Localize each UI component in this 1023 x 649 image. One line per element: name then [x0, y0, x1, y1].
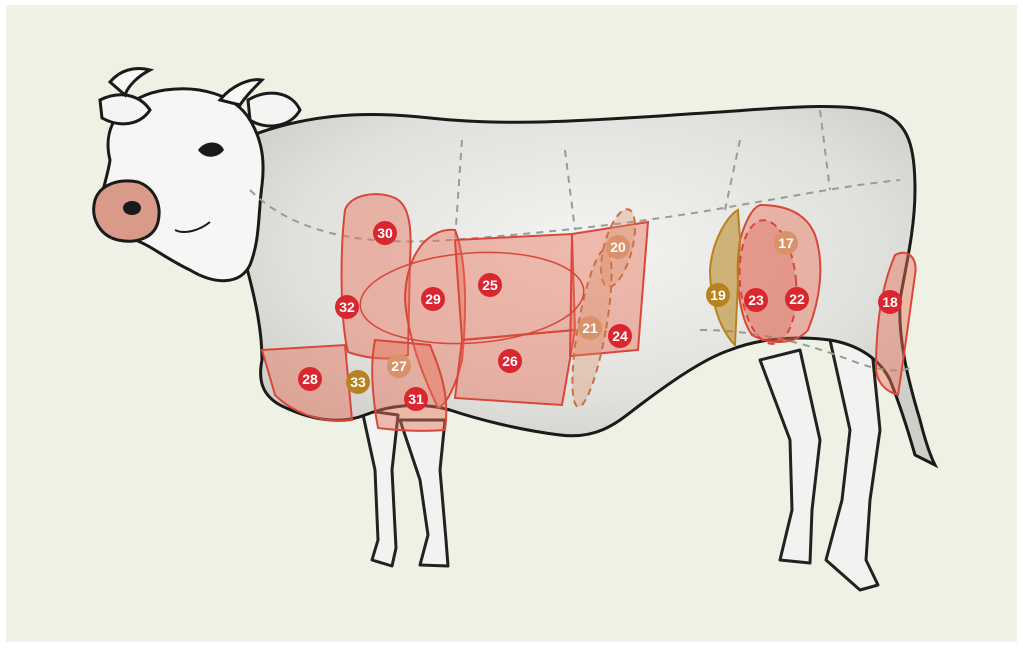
cut-markers: 17 18 19 20 21 22 23 24 25 26 27 28 29 30 31 32 33 — [298, 221, 902, 411]
marker-circle — [478, 273, 502, 297]
marker-label: 17 — [778, 235, 794, 251]
marker-label: 33 — [350, 374, 366, 390]
cut-region-25 — [453, 232, 577, 342]
cut-marker-28: 28 — [298, 367, 322, 391]
marker-label: 25 — [482, 277, 498, 293]
marker-label: 32 — [339, 299, 355, 315]
cut-marker-18: 18 — [878, 290, 902, 314]
cut-marker-25: 25 — [478, 273, 502, 297]
marker-label: 29 — [425, 291, 441, 307]
marker-label: 26 — [502, 353, 518, 369]
cut-marker-23: 23 — [744, 288, 768, 312]
cut-marker-20: 20 — [606, 235, 630, 259]
cut-region-19 — [708, 208, 742, 348]
cut-marker-31: 31 — [404, 387, 428, 411]
cut-marker-27: 27 — [387, 354, 411, 378]
marker-label: 31 — [408, 391, 424, 407]
cut-region-29 — [403, 228, 467, 410]
marker-circle — [774, 231, 798, 255]
cut-marker-24: 24 — [608, 324, 632, 348]
cut-marker-21: 21 — [578, 316, 602, 340]
cut-marker-22: 22 — [785, 287, 809, 311]
cow-head — [92, 67, 302, 283]
marker-label: 20 — [610, 239, 626, 255]
cut-marker-17: 17 — [774, 231, 798, 255]
marker-label: 30 — [377, 225, 393, 241]
marker-label: 24 — [612, 328, 628, 344]
cut-marker-26: 26 — [498, 349, 522, 373]
marker-circle — [346, 370, 370, 394]
cut-region-18 — [874, 251, 917, 397]
cut-region-30-32 — [340, 193, 412, 360]
marker-circle — [608, 324, 632, 348]
marker-label: 27 — [391, 358, 407, 374]
marker-label: 28 — [302, 371, 318, 387]
marker-circle — [706, 283, 730, 307]
cut-lines — [249, 109, 911, 372]
cut-marker-33: 33 — [346, 370, 370, 394]
marker-circle — [387, 354, 411, 378]
cut-marker-19: 19 — [706, 283, 730, 307]
cut-regions — [260, 193, 917, 432]
marker-label: 22 — [789, 291, 805, 307]
marker-circle — [335, 295, 359, 319]
marker-label: 23 — [748, 292, 764, 308]
marker-circle — [498, 349, 522, 373]
cut-marker-30: 30 — [373, 221, 397, 245]
marker-circle — [606, 235, 630, 259]
marker-circle — [421, 287, 445, 311]
marker-label: 18 — [882, 294, 898, 310]
marker-circle — [404, 387, 428, 411]
marker-circle — [298, 367, 322, 391]
cow-legs — [360, 328, 882, 592]
marker-circle — [785, 287, 809, 311]
cut-marker-29: 29 — [421, 287, 445, 311]
marker-circle — [373, 221, 397, 245]
marker-circle — [744, 288, 768, 312]
marker-circle — [878, 290, 902, 314]
marker-label: 19 — [710, 287, 726, 303]
marker-label: 21 — [582, 320, 598, 336]
cut-marker-32: 32 — [335, 295, 359, 319]
marker-circle — [578, 316, 602, 340]
